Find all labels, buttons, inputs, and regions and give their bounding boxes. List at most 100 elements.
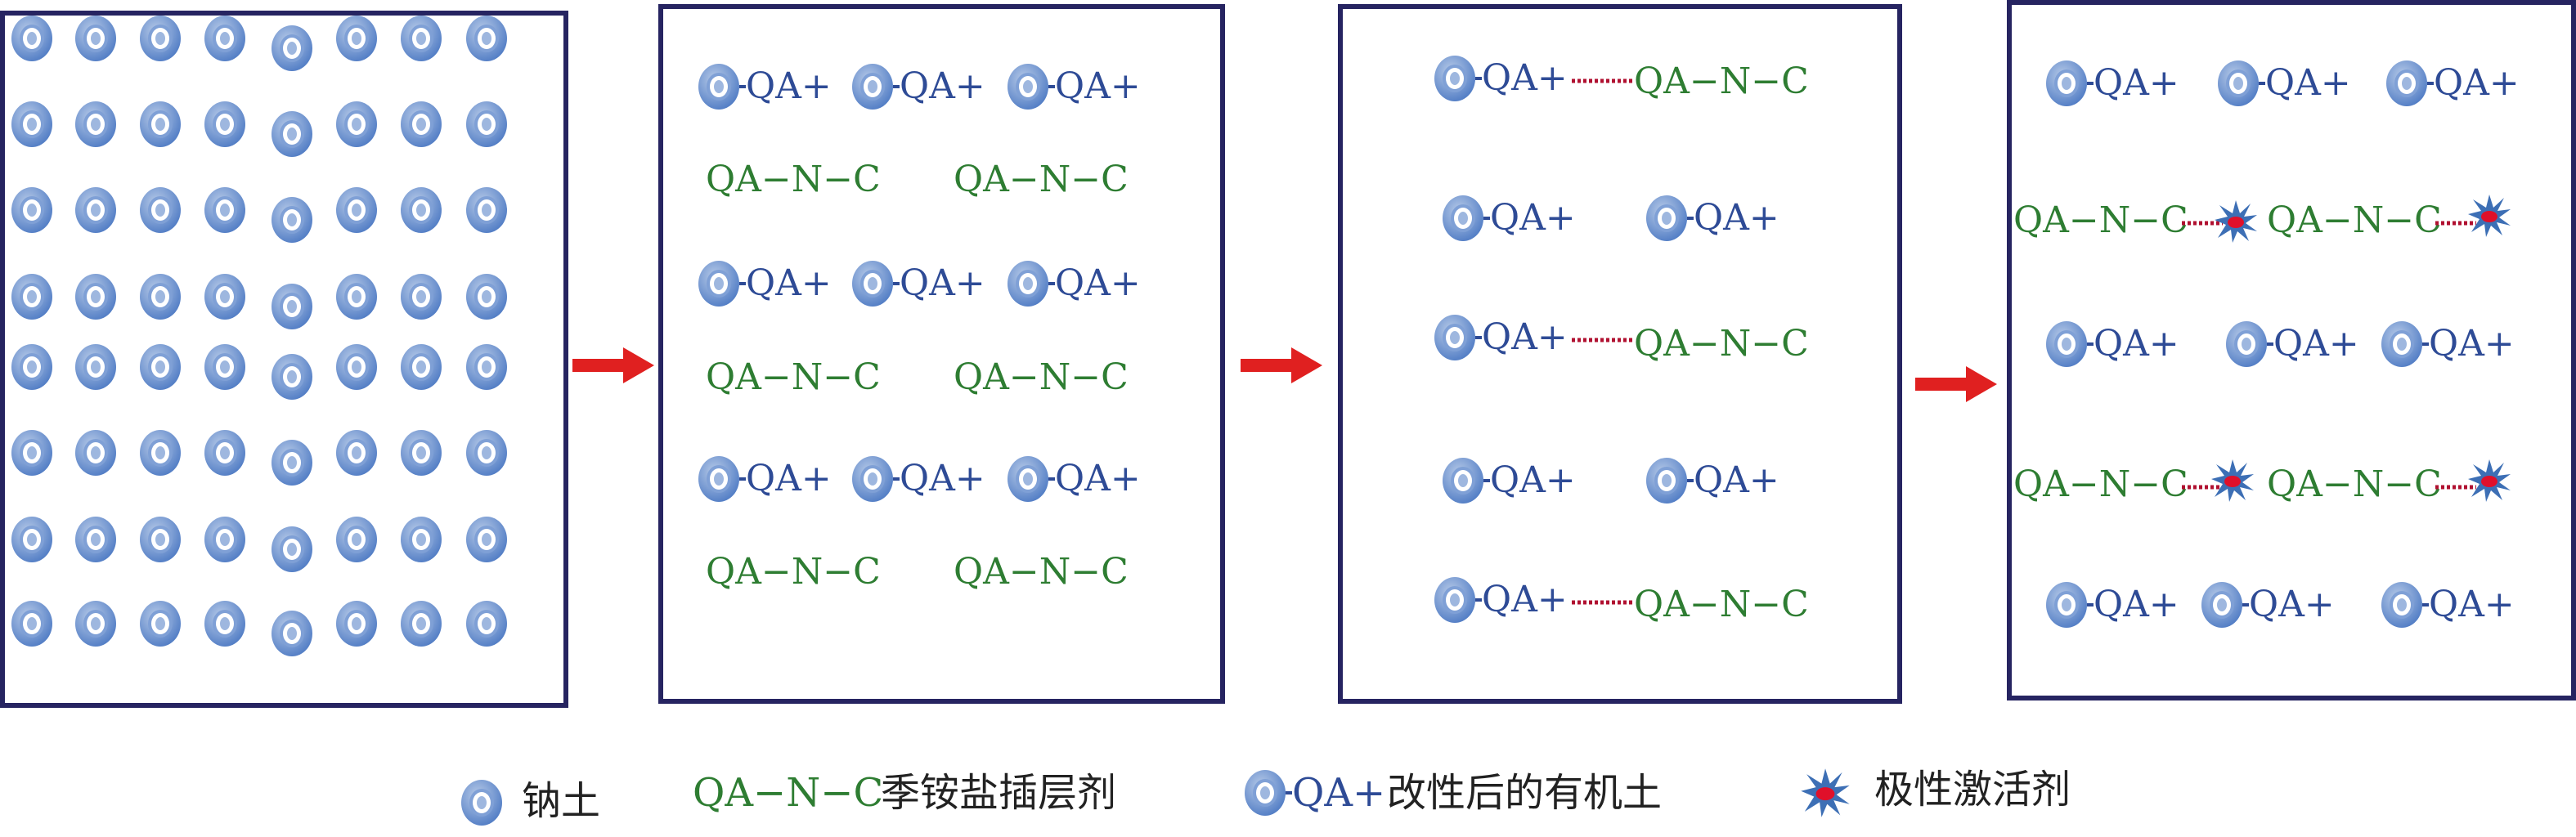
qa-modified-clay: QA+: [1645, 194, 1779, 243]
qa-label: QA+: [2249, 584, 2335, 625]
clay-ring-icon: [464, 186, 509, 235]
clay-ring-icon: [334, 100, 379, 149]
clay-ring-icon: [334, 14, 379, 63]
interaction-dash: [2182, 485, 2223, 490]
polar-activator-star-icon: [2466, 458, 2512, 504]
qa-modified-clay: QA+: [1441, 456, 1576, 505]
polar-activator-star-icon: [2466, 193, 2512, 239]
clay-ring-icon: [270, 438, 314, 487]
polar-activator-star-icon: [2213, 199, 2259, 244]
qa-label: QA+: [2434, 62, 2520, 104]
qa-modified-clay: QA+: [1433, 54, 1568, 103]
qa-modified-clay: QA+: [2380, 580, 2515, 629]
clay-ring-icon: [464, 428, 509, 477]
interaction-dash: [2435, 221, 2476, 226]
clay-ring-icon: [203, 100, 247, 149]
qa-label: QA+: [2094, 323, 2179, 365]
qa-modified-clay: QA+: [2200, 580, 2335, 629]
qa-modified-clay: QA+: [1433, 575, 1568, 624]
panel-intercalation: [658, 4, 1225, 704]
clay-ring-icon: [203, 599, 247, 648]
qa-modified-clay: QA+: [1645, 456, 1779, 505]
polar-activator-star-icon: [2210, 458, 2255, 504]
clay-ring-icon: [697, 454, 741, 504]
clay-ring-icon: [270, 609, 314, 658]
qa-label: QA+: [2265, 62, 2351, 104]
clay-ring-icon: [138, 100, 182, 149]
qa-label: QA+: [1055, 262, 1141, 304]
qa-n-c-label: QA−N−C: [1634, 60, 1809, 102]
clay-ring-icon: [203, 342, 247, 392]
clay-ring-icon: [203, 428, 247, 477]
clay-ring-icon: [850, 454, 895, 504]
clay-ring-icon: [203, 272, 247, 321]
qa-modified-clay: QA+: [1006, 259, 1141, 308]
clay-ring-icon: [697, 62, 741, 111]
clay-ring-icon: [203, 186, 247, 235]
qa-label: QA+: [1490, 197, 1576, 239]
qa-n-c-label: QA−N−C: [2267, 199, 2442, 241]
legend-activator: 极性激活剂: [1874, 767, 2071, 812]
qa-label: QA+: [900, 458, 985, 499]
interaction-dash: [2182, 221, 2223, 226]
clay-ring-icon: [74, 100, 118, 149]
clay-ring-icon: [334, 272, 379, 321]
clay-ring-icon: [74, 14, 118, 63]
clay-ring-icon: [334, 599, 379, 648]
clay-ring-icon: [10, 428, 54, 477]
qa-n-c-label: QA−N−C: [1634, 323, 1809, 365]
qa-modified-clay: QA+: [2216, 59, 2351, 108]
clay-ring-icon: [1006, 454, 1050, 504]
clay-ring-icon: [1441, 194, 1485, 243]
clay-ring-icon: [203, 14, 247, 63]
qa-n-c-label: QA−N−C: [706, 159, 881, 200]
clay-ring-icon: [2380, 320, 2424, 369]
clay-ring-icon: [1243, 768, 1287, 817]
legend-qa-prefix: QA+: [1292, 770, 1386, 816]
qa-label: QA+: [1694, 459, 1779, 501]
clay-ring-icon: [850, 259, 895, 308]
qa-label: QA+: [1482, 316, 1568, 358]
clay-ring-icon: [399, 515, 443, 564]
clay-ring-icon: [464, 515, 509, 564]
qa-modified-clay: QA+: [2224, 320, 2359, 369]
clay-ring-icon: [10, 186, 54, 235]
clay-ring-icon: [334, 186, 379, 235]
qa-label: QA+: [746, 65, 832, 107]
clay-ring-icon: [2380, 580, 2424, 629]
clay-ring-icon: [138, 14, 182, 63]
qa-n-c-label: QA−N−C: [706, 356, 881, 398]
clay-ring-icon: [1645, 456, 1689, 505]
clay-ring-icon: [74, 599, 118, 648]
clay-ring-icon: [399, 342, 443, 392]
clay-ring-icon: [464, 272, 509, 321]
qa-label: QA+: [1490, 459, 1576, 501]
clay-ring-icon: [74, 515, 118, 564]
clay-ring-icon: [2216, 59, 2260, 108]
qa-modified-clay: QA+: [1006, 454, 1141, 504]
qa-n-c-label: QA−N−C: [1634, 584, 1809, 625]
clay-ring-icon: [464, 342, 509, 392]
interaction-dash: [2435, 485, 2476, 490]
qa-modified-clay: QA+: [2385, 59, 2520, 108]
qa-modified-clay: QA+: [697, 62, 832, 111]
qa-modified-clay: QA+: [2380, 320, 2515, 369]
qa-modified-clay: QA+: [697, 259, 832, 308]
legend-qa-modified-clay: QA+: [1243, 768, 1385, 817]
clay-ring-icon: [270, 24, 314, 73]
qa-modified-clay: QA+: [2044, 59, 2179, 108]
qa-label: QA+: [1055, 458, 1141, 499]
clay-ring-icon: [270, 525, 314, 574]
qa-n-c-label: QA−N−C: [954, 356, 1129, 398]
clay-ring-icon: [464, 599, 509, 648]
qa-label: QA+: [746, 458, 832, 499]
qa-modified-clay: QA+: [2044, 320, 2179, 369]
qa-label: QA+: [2094, 62, 2179, 104]
clay-ring-icon: [850, 62, 895, 111]
clay-ring-icon: [270, 110, 314, 159]
clay-ring-icon: [1433, 54, 1477, 103]
clay-ring-icon: [399, 186, 443, 235]
clay-ring-icon: [334, 515, 379, 564]
clay-ring-icon: [334, 428, 379, 477]
clay-ring-icon: [10, 272, 54, 321]
